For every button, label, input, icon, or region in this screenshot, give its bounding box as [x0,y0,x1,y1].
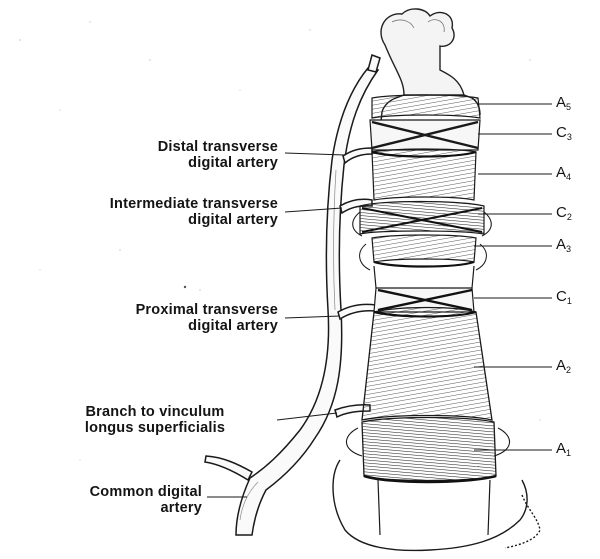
label-intermediate-transverse-artery: Intermediate transverse digital artery [8,196,278,228]
label-distal-line1: Distal transverse [70,139,278,155]
label-proximal-line1: Proximal transverse [20,302,278,318]
pulley-letter: A [556,236,566,253]
pulley-letter: A [556,164,566,181]
pulley-label-a2: A2 [556,357,571,375]
label-proximal-line2: digital artery [20,318,278,334]
label-common-line2: artery [10,500,202,516]
pulley-number: 5 [566,102,571,112]
pulley-label-a4: A4 [556,164,571,182]
label-branch-line2: longus superficialis [40,420,270,436]
pulley-letter: A [556,357,566,374]
pulley-letter: C [556,124,567,141]
label-intermediate-line1: Intermediate transverse [8,196,278,212]
pulley-number: 3 [567,132,572,142]
label-common-digital-artery: Common digital artery [10,484,202,516]
label-branch-line1: Branch to vinculum [40,404,270,420]
pulley-label-a3: A3 [556,236,571,254]
label-intermediate-line2: digital artery [8,212,278,228]
pulley-letter: A [556,440,566,457]
pulley-label-c2: C2 [556,204,572,222]
label-distal-line2: digital artery [70,155,278,171]
pulley-number: 2 [567,212,572,222]
pulley-number: 4 [566,172,571,182]
pulley-label-c1: C1 [556,288,572,306]
pulley-letter: A [556,94,566,111]
sheath [346,95,509,535]
pulley-number: 1 [566,448,571,458]
pulley-label-a1: A1 [556,440,571,458]
pulley-label-a5: A5 [556,94,571,112]
pulley-number: 1 [567,296,572,306]
pulley-letter: C [556,204,567,221]
fingertip [381,9,464,95]
label-common-line1: Common digital [10,484,202,500]
pulley-label-c3: C3 [556,124,572,142]
pulley-letter: C [556,288,567,305]
label-branch-to-vinculum: Branch to vinculum longus superficialis [40,404,270,436]
pulley-number: 2 [566,365,571,375]
artery [205,55,380,535]
label-proximal-transverse-artery: Proximal transverse digital artery [20,302,278,334]
pulley-number: 3 [566,244,571,254]
label-distal-transverse-artery: Distal transverse digital artery [70,139,278,171]
